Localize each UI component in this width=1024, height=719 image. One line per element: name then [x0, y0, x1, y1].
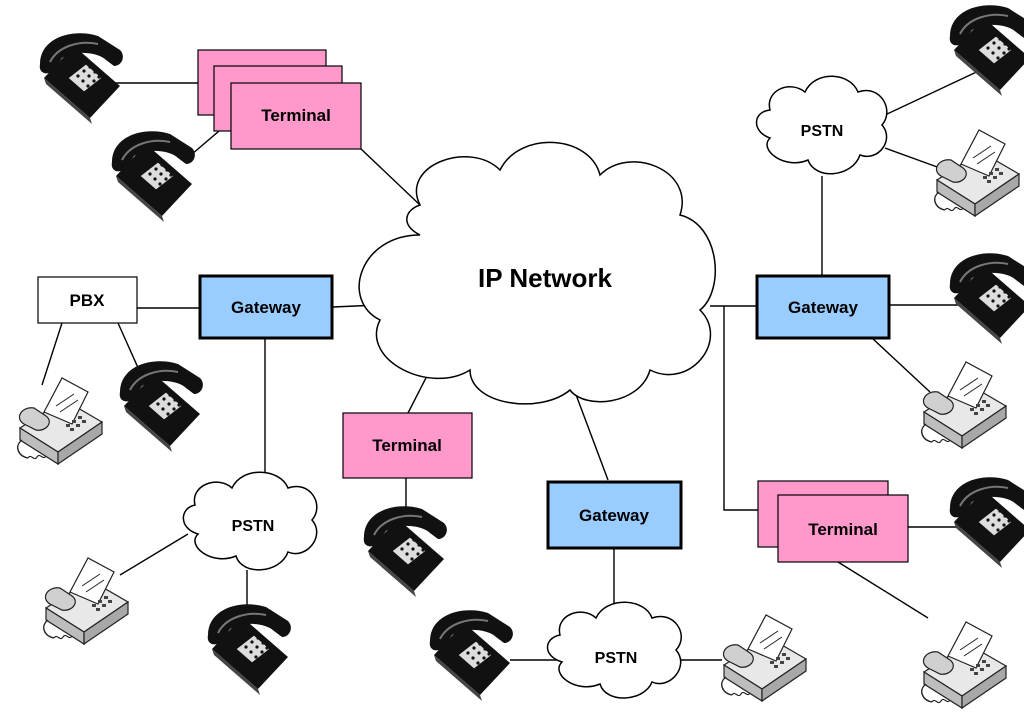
link-pbx-to-fax: [41, 322, 63, 386]
gateway-left: Gateway: [198, 274, 334, 340]
link-pstn-top-to-fax: [884, 147, 941, 169]
fax-machine-icon: [934, 129, 1020, 217]
pstn-cloud-left: PSTN: [182, 471, 318, 571]
gateway-bottom: Gateway: [546, 480, 683, 550]
pstn-label-bottom: PSTN: [595, 650, 638, 667]
pbx-label: PBX: [70, 291, 106, 310]
pstn-label-left: PSTN: [232, 518, 275, 535]
gateway-right: Gateway: [755, 274, 891, 340]
telephone-icon: [38, 32, 124, 125]
link-gateway-right-to-fax: [871, 337, 931, 393]
ip-network-label: IP Network: [478, 263, 612, 293]
link-pstn-left-to-fax: [119, 533, 189, 576]
telephone-icon: [118, 360, 204, 453]
link-terminal-tl-to-ip: [359, 147, 421, 206]
terminal-label-center: Terminal: [372, 436, 442, 455]
telephone-icon: [948, 252, 1024, 345]
fax-machine-icon: [721, 614, 807, 702]
terminal-stack-right: Terminal: [757, 480, 909, 563]
link-terminal-right-to-fax: [837, 561, 929, 619]
link-right-bus-to-terminal-right: [723, 306, 758, 511]
gateway-label-left: Gateway: [231, 298, 301, 317]
gateway-label-right: Gateway: [788, 298, 858, 317]
terminal-stack-top-left: Terminal: [197, 49, 362, 150]
link-pstn-top-to-phone: [884, 67, 986, 116]
telephone-icon: [110, 130, 196, 223]
fax-machine-icon: [921, 621, 1007, 709]
terminal-box-front: [230, 82, 362, 150]
terminal-label-right: Terminal: [808, 520, 878, 539]
telephone-icon: [948, 4, 1024, 97]
terminal-center: Terminal: [342, 412, 473, 479]
telephone-icon: [948, 476, 1024, 569]
pstn-cloud-bottom: PSTN: [546, 601, 682, 699]
telephone-icon: [428, 609, 514, 702]
gateway-label-bottom: Gateway: [579, 506, 649, 525]
gateway-box-bottom: [546, 480, 683, 550]
pstn-cloud-top-right: PSTN: [755, 75, 888, 175]
ip-network-cloud: IP Network: [358, 141, 717, 405]
terminal-label-top-left: Terminal: [261, 106, 331, 125]
gateway-box-left: [198, 274, 334, 340]
fax-machine-icon: [921, 361, 1007, 449]
gateway-box-right: [755, 274, 891, 340]
telephone-icon: [362, 505, 448, 598]
pbx-box: [37, 276, 138, 324]
telephone-icon: [206, 603, 292, 696]
fax-machine-icon: [43, 557, 129, 645]
terminal-box-center: [342, 412, 473, 479]
link-ip-to-gateway-bottom: [574, 391, 609, 481]
fax-machine-icon: [17, 377, 103, 465]
terminal-box-right-front: [777, 494, 909, 563]
pbx: PBX: [37, 276, 138, 324]
pstn-label-top-right: PSTN: [801, 123, 844, 140]
